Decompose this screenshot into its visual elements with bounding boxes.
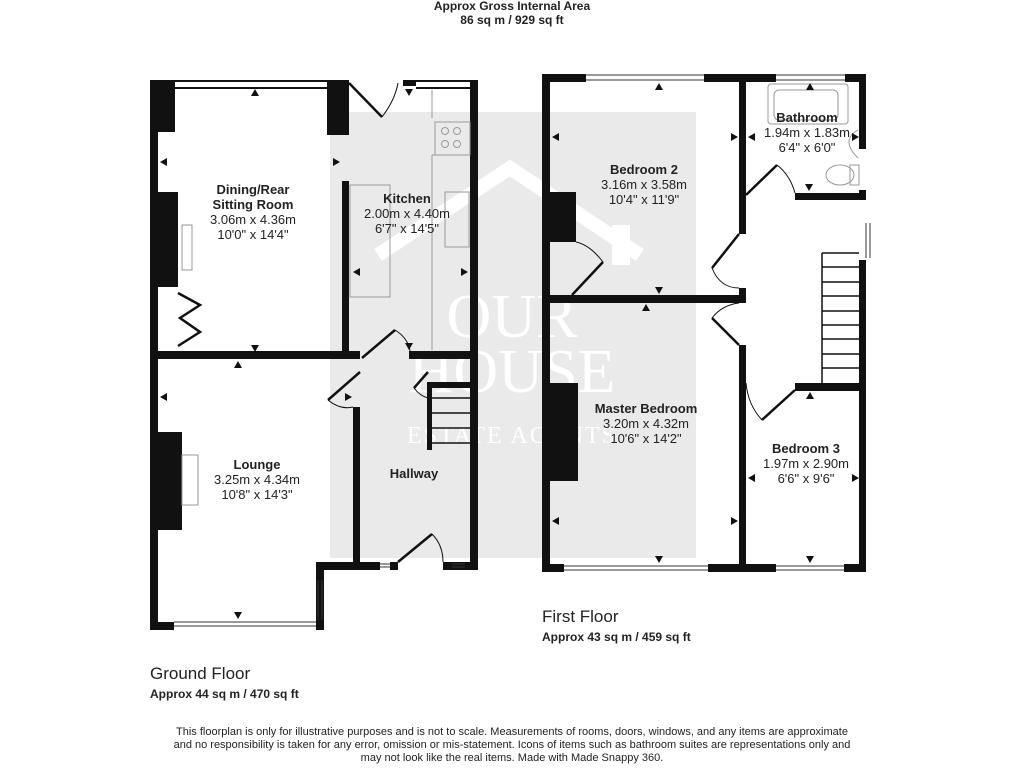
first-floor-area: Approx 43 sq m / 459 sq ft [542, 630, 691, 644]
disclaimer-line-3: may not look like the real items. Made w… [360, 752, 664, 764]
first-floor-name: First Floor [542, 607, 619, 626]
disclaimer-line-1: This floorplan is only for illustrative … [176, 726, 848, 738]
ground-floor-plan [150, 80, 478, 630]
disclaimer-line-2: and no responsibility is taken for any e… [173, 739, 851, 751]
first-floor-plan [542, 74, 866, 572]
room-label-dining: Dining/Rear Sitting Room 3.06m x 4.36m 1… [210, 182, 296, 242]
room-label-hallway: Hallway [389, 466, 439, 481]
watermark-text-2: HOUSE [409, 338, 616, 406]
ground-floor-name: Ground Floor [150, 664, 251, 683]
room-label-master-bedroom: Master Bedroom 3.20m x 4.32m 10'6" x 14'… [594, 401, 698, 446]
room-label-lounge: Lounge 3.25m x 4.34m 10'8" x 14'3" [214, 457, 300, 502]
watermark-text-3: ESTATE AGENTS [407, 423, 617, 449]
gross-area-title: Approx Gross Internal Area [433, 0, 591, 13]
ground-floor-caption: Ground Floor Approx 44 sq m / 470 sq ft [150, 664, 299, 701]
ground-floor-area: Approx 44 sq m / 470 sq ft [150, 687, 299, 701]
room-label-bedroom-2: Bedroom 2 3.16m x 3.58m 10'4" x 11'9" [601, 162, 687, 207]
room-label-bedroom-3: Bedroom 3 1.97m x 2.90m 6'6" x 9'6" [763, 441, 849, 486]
disclaimer: This floorplan is only for illustrative … [140, 726, 884, 765]
room-label-kitchen: Kitchen 2.00m x 4.40m 6'7" x 14'5" [364, 191, 450, 236]
gross-area-header: Approx Gross Internal Area 86 sq m / 929… [0, 0, 1024, 27]
watermark-text-1: OUR [447, 283, 579, 351]
first-floor-caption: First Floor Approx 43 sq m / 459 sq ft [542, 607, 691, 644]
gross-area-value: 86 sq m / 929 sq ft [460, 13, 564, 27]
watermark-roof-icon [374, 159, 644, 261]
room-label-bathroom: Bathroom 1.94m x 1.83m 6'4" x 6'0" [764, 110, 850, 155]
